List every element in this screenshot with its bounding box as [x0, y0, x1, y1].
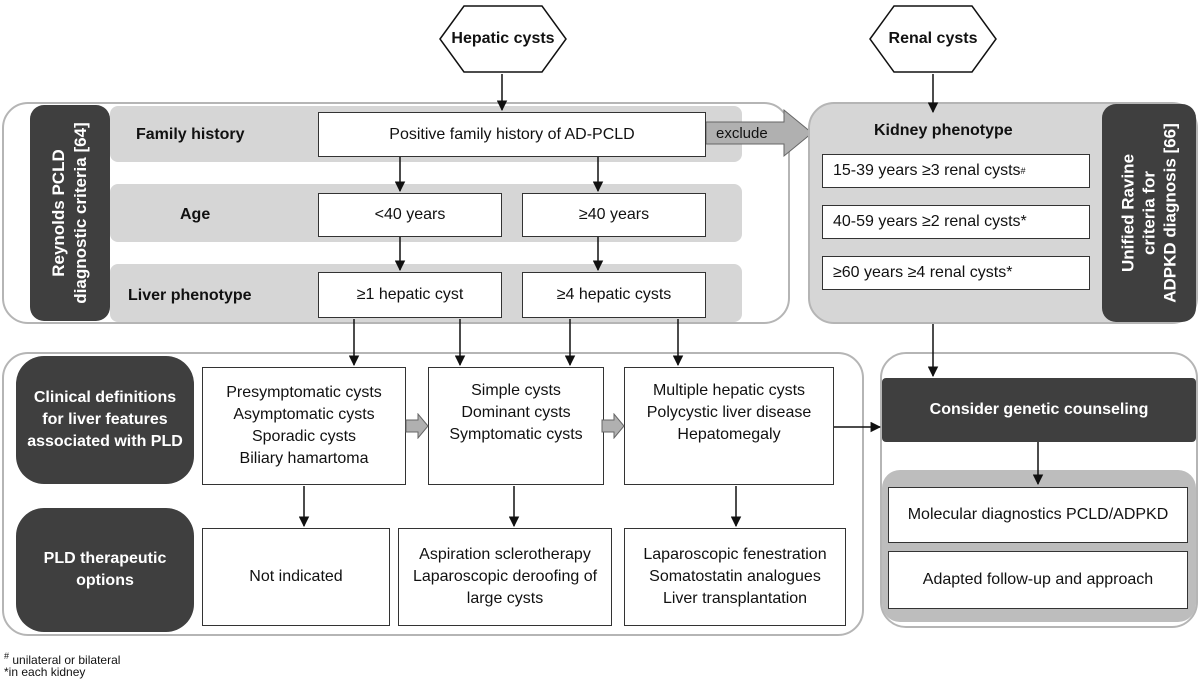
liver-phenotype-label: Liver phenotype — [128, 287, 252, 304]
hepatic-cysts-label: Hepatic cysts — [451, 30, 555, 47]
kidney-phenotype-title: Kidney phenotype — [874, 122, 1013, 139]
liver-over-40-box: ≥4 hepatic cysts — [522, 272, 706, 318]
age-over-40-box: ≥40 years — [522, 193, 706, 237]
exclude-arrow — [706, 108, 813, 158]
hepatic-cysts-hexagon — [439, 5, 567, 73]
age-under-40-box: <40 years — [318, 193, 502, 237]
age-label: Age — [180, 206, 211, 223]
family-history-label: Family history — [136, 126, 245, 143]
follow-up-box: Adapted follow-up and approach — [888, 551, 1188, 609]
renal-cysts-hexagon — [869, 5, 997, 73]
footnote-hash: # unilateral or bilateral — [4, 651, 121, 667]
genetic-counseling-box: Consider genetic counseling — [882, 378, 1196, 442]
therapy-col1-box: Not indicated — [202, 528, 390, 626]
ravine-criterion-2: 40-59 years ≥2 renal cysts* — [822, 205, 1090, 239]
molecular-diagnostics-box: Molecular diagnostics PCLD/ADPKD — [888, 487, 1188, 543]
clinical-arrow-2 — [601, 413, 625, 439]
footnote-star: *in each kidney — [4, 665, 86, 679]
renal-cysts-label: Renal cysts — [888, 30, 978, 47]
family-history-box: Positive family history of AD-PCLD — [318, 112, 706, 157]
exclude-label: exclude — [716, 124, 768, 142]
liver-under-40-box: ≥1 hepatic cyst — [318, 272, 502, 318]
ravine-criterion-1: 15-39 years ≥3 renal cysts# — [822, 154, 1090, 188]
clinical-arrow-1 — [405, 413, 429, 439]
ravine-criterion-3: ≥60 years ≥4 renal cysts* — [822, 256, 1090, 290]
